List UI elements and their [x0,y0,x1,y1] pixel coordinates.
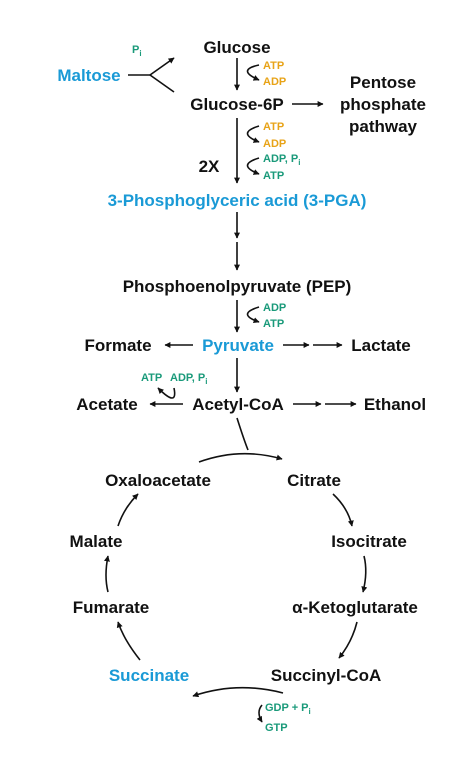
acetate-atp-label: ATP [141,372,162,384]
g6p-adp-label: ADP [263,138,286,150]
pep-adp-hook [246,306,260,324]
maltose-to-glucose-arrow [149,57,175,76]
pentose-label-line2: phosphate [340,95,426,114]
formate-label: Formate [84,336,151,355]
acetylcoa-to-citrate-arrow [236,417,249,451]
maltose-label: Maltose [57,66,120,85]
ketoglutarate-label: α-Ketoglutarate [292,598,418,617]
acetate-label: Acetate [76,395,137,414]
isocitrate-to-akg-arrow [361,555,368,593]
ethanol-label: Ethanol [364,395,426,414]
akg-to-succinylcoa-arrow [338,621,358,659]
g6p-atp-label: ATP [263,121,284,133]
maltose-pi-label: Pi [132,44,142,58]
succinate-label: Succinate [109,666,189,685]
fumarate-to-malate-arrow [104,555,110,593]
acetylcoa-label: Acetyl-CoA [192,395,284,414]
pep-atp-label: ATP [263,318,284,330]
succinyl-gdp-pi-label: GDP + Pi [265,702,311,716]
pga-label: 3-Phosphoglyceric acid (3-PGA) [108,191,367,210]
lactate-label: Lactate [351,336,411,355]
citrate-to-isocitrate-arrow [332,493,354,527]
fumarate-label: Fumarate [73,598,150,617]
glucose-label: Glucose [203,38,270,57]
malate-label: Malate [70,532,123,551]
pga-atp-label: ATP [263,170,284,182]
g6p-atp-hook [246,125,260,143]
succinylcoa-label: Succinyl-CoA [271,666,382,685]
acetate-adp-pi-label: ADP, Pi [170,372,208,386]
maltose-to-glucose6p-arrow [149,74,175,93]
succinylcoa-to-succinate-arc [192,686,284,698]
malate-to-oxaloacetate-arrow [117,493,139,527]
glucose6p-label: Glucose-6P [190,95,284,114]
pentose-label-line1: Pentose [350,73,416,92]
succinyl-gtp-label: GTP [265,722,288,734]
succinate-to-fumarate-arrow [116,621,141,661]
glucose-atp-label: ATP [263,60,284,72]
multiplier-label: 2X [199,157,220,176]
tca-oaa-to-citrate-arc [198,452,283,463]
isocitrate-label: Isocitrate [331,532,407,551]
citrate-label: Citrate [287,471,341,490]
pentose-label-line3: pathway [349,117,418,136]
pyruvate-label: Pyruvate [202,336,274,355]
pga-adp-hook [246,157,260,175]
oxaloacetate-label: Oxaloacetate [105,471,211,490]
succinyl-gdp-hook [256,704,263,723]
glucose-atp-hook [246,64,260,81]
pga-adp-pi-label: ADP, Pi [263,153,301,167]
pep-label: Phosphoenolpyruvate (PEP) [123,277,352,296]
glucose-adp-label: ADP [263,76,286,88]
pep-adp-label: ADP [263,302,286,314]
acetate-atp-hook [157,387,176,399]
